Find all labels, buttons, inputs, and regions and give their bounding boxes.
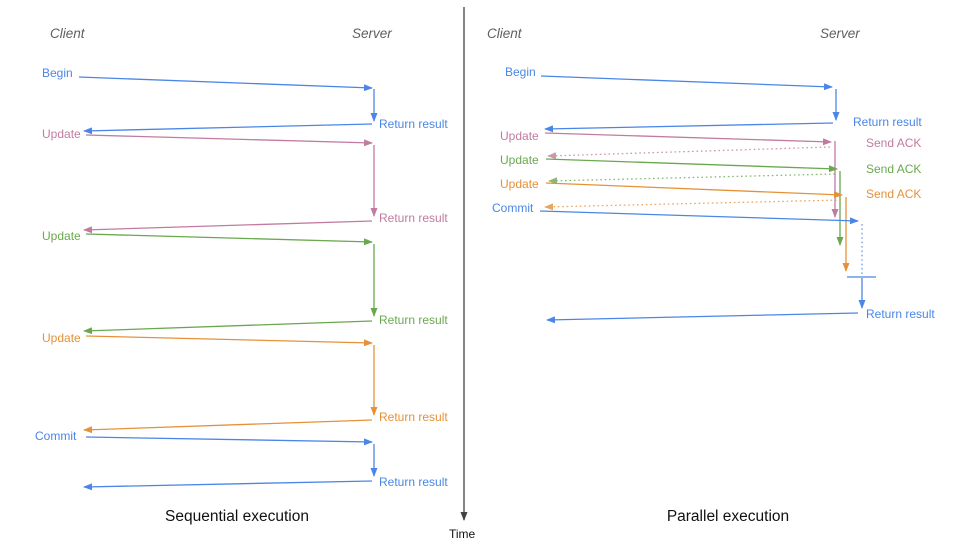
right-begin-response	[544, 122, 834, 133]
right-send-ack-3: Send ACK	[866, 187, 921, 201]
left-update-label-1: Update	[42, 127, 81, 141]
right-update2-request	[545, 158, 838, 173]
left-update3-request	[85, 335, 373, 347]
left-update1-request	[85, 134, 373, 147]
right-send-ack-2: Send ACK	[866, 162, 921, 176]
right-server-label: Server	[820, 26, 860, 41]
left-server-label: Server	[352, 26, 392, 41]
left-update2-request	[85, 233, 373, 246]
right-commit-request	[539, 210, 859, 225]
right-begin-label: Begin	[505, 65, 536, 79]
left-return-result-2: Return result	[379, 211, 448, 225]
left-begin-request	[78, 76, 373, 92]
right-client-label: Client	[487, 26, 523, 41]
left-return-result-4: Return result	[379, 410, 448, 424]
left-update3-response	[83, 419, 373, 434]
left-commit-response	[83, 480, 373, 491]
right-update3-request	[545, 182, 843, 199]
sequential-title: Sequential execution	[165, 508, 309, 525]
right-update3-ack	[544, 199, 842, 211]
right-commit-label: Commit	[492, 201, 534, 215]
left-return-result-1: Return result	[379, 117, 448, 131]
left-return-result-3: Return result	[379, 313, 448, 327]
left-return-result-5: Return result	[379, 475, 448, 489]
right-send-ack-1: Send ACK	[866, 136, 921, 150]
right-update1-ack	[547, 146, 831, 160]
right-commit-response	[546, 312, 859, 324]
left-begin-response	[83, 123, 373, 135]
right-return-result-1: Return result	[853, 115, 922, 129]
parallel-title: Parallel execution	[667, 508, 789, 525]
left-begin-label: Begin	[42, 66, 73, 80]
right-update-label-2: Update	[500, 153, 539, 167]
right-update-label-3: Update	[500, 177, 539, 191]
left-update-label-2: Update	[42, 229, 81, 243]
left-update-label-3: Update	[42, 331, 81, 345]
left-client-label: Client	[50, 26, 86, 41]
left-commit-label: Commit	[35, 429, 77, 443]
left-update1-response	[83, 220, 373, 234]
left-commit-request	[85, 436, 373, 446]
left-update2-response	[83, 320, 373, 335]
time-axis-label: Time	[449, 527, 476, 540]
right-begin-request	[540, 75, 833, 91]
right-return-result-2: Return result	[866, 307, 935, 321]
right-update1-request	[544, 132, 832, 146]
right-update-label-1: Update	[500, 129, 539, 143]
right-update2-ack	[548, 173, 836, 185]
